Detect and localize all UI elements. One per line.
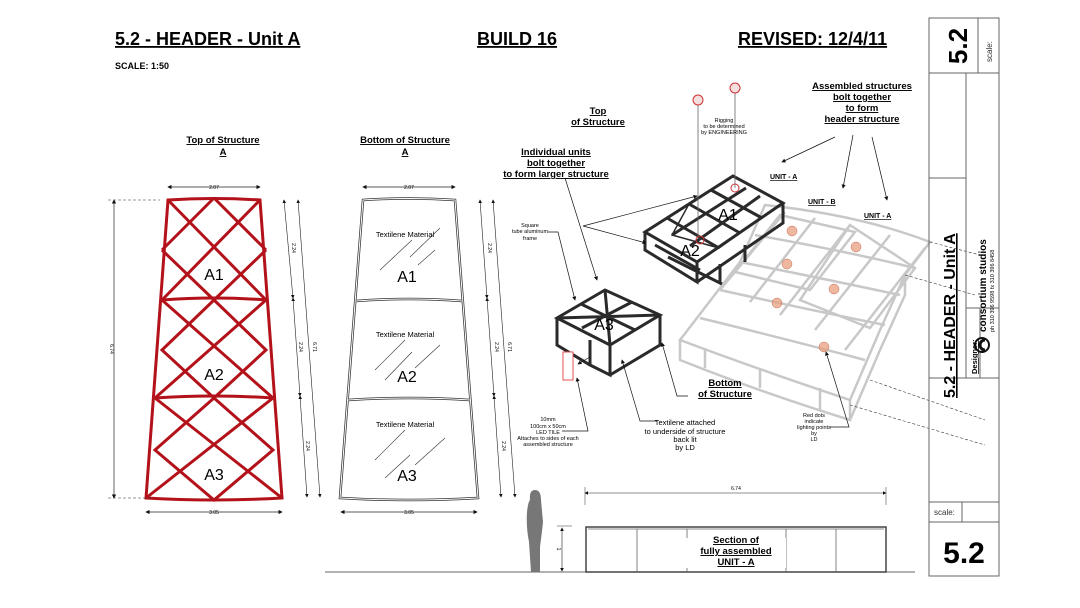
textilene-note-1: Textilene attached <box>655 418 715 427</box>
led-note-2: 100cm x 50cm <box>530 424 566 430</box>
section-label-1: Section of <box>713 535 760 546</box>
assembled-note-4: header structure <box>825 114 900 125</box>
title-block-title: 5.2 - HEADER - Unit A <box>942 233 959 398</box>
bottom-segment-dim-2: 2.24 <box>493 342 499 352</box>
section-width-dim: 6.74 <box>731 486 741 492</box>
textilene-note-2: to underside of structure <box>645 427 726 436</box>
bottom-bottom-width-dim: 3.05 <box>404 510 414 516</box>
led-note-1: 10mm <box>540 417 556 423</box>
segment-dim-1: 2.24 <box>290 243 296 253</box>
section-view: 1 6.74 Section of fully assembled UNIT -… <box>325 486 915 573</box>
bottom-slant-length-dim: 6.71 <box>506 342 512 352</box>
individual-units-1: Individual units <box>521 147 591 158</box>
unit-b-label: UNIT - B <box>808 199 836 206</box>
sheet-number-bottom: 5.2 <box>943 537 985 570</box>
led-note-4: Attaches to sides of each <box>517 436 578 442</box>
led-note-5: assembled structure <box>523 442 573 448</box>
assembled-note-3: to form <box>846 103 879 114</box>
assembled-note-1: Assembled structures <box>812 81 912 92</box>
sheet-title: 5.2 - HEADER - Unit A <box>115 29 300 49</box>
red-dots-note-3: lighting points <box>797 425 831 431</box>
unit-a-label-2: UNIT - A <box>864 213 891 220</box>
title-block: 5.2 scale: 5.2 - HEADER - Unit A consort… <box>928 17 1000 577</box>
textilene-note-4: by LD <box>675 443 695 452</box>
rigging-icon <box>729 82 741 94</box>
textilene-label-1: Textilene Material <box>376 230 435 239</box>
red-dots-note-5: LD <box>810 437 817 443</box>
assembled-note-2: bolt together <box>833 92 891 103</box>
rigging-note-2: to be determined <box>703 124 744 130</box>
company-name: consortium studios <box>978 239 989 332</box>
human-silhouette <box>526 490 543 572</box>
isometric-view: Top of Structure Individual units bolt t… <box>503 81 986 452</box>
sheet-number-top: 5.2 <box>943 28 973 64</box>
bottom-of-structure-view: Bottom of Structure A Textilene Material… <box>338 135 517 516</box>
iso-unit-a1: A1 <box>718 207 738 224</box>
top-of-structure-view: Top of Structure A A1 A2 A3 2.07 3.05 6.… <box>108 135 322 516</box>
scale-label-bottom: scale: <box>934 508 955 517</box>
rigging-note-1: Rigging <box>715 118 734 124</box>
top-width-dim: 2.07 <box>209 185 219 191</box>
revised-date: REVISED: 12/4/11 <box>738 29 887 49</box>
rigging-points <box>692 82 741 245</box>
textilene-note-3: back lit <box>673 435 697 444</box>
unit-a-label-1: UNIT - A <box>770 174 797 181</box>
iso-bottom-label-2: of Structure <box>698 389 752 400</box>
iso-unit-a3: A3 <box>594 317 614 334</box>
segment-dim-2: 2.24 <box>297 342 303 352</box>
grey-assembled-structure <box>677 203 986 446</box>
red-dots-note-4: by <box>811 431 817 437</box>
scale-label: SCALE: 1:50 <box>115 61 169 71</box>
frame-note-3: frame <box>523 236 537 242</box>
section-label-2: fully assembled <box>700 546 771 557</box>
bottom-segment-dim-3: 2.24 <box>500 441 506 451</box>
scale-label-top: scale: <box>985 41 994 62</box>
top-unit-a3: A3 <box>204 467 224 484</box>
bottom-view-title: Bottom of Structure <box>360 135 450 146</box>
bottom-unit-a3: A3 <box>397 468 417 485</box>
section-label-3: UNIT - A <box>717 557 754 568</box>
bottom-top-width-dim: 2.07 <box>404 185 414 191</box>
height-dim: 6.74 <box>108 344 114 354</box>
bottom-unit-a2: A2 <box>397 369 417 386</box>
slant-length-dim: 6.71 <box>311 342 317 352</box>
red-dots-note-2: indicate <box>805 419 824 425</box>
textilene-label-2: Textilene Material <box>376 330 435 339</box>
dark-unit-a3 <box>553 288 664 378</box>
textilene-label-3: Textilene Material <box>376 420 435 429</box>
build-label: BUILD 16 <box>477 29 557 49</box>
iso-bottom-label-1: Bottom <box>708 378 741 389</box>
red-dots-note-1: Red dots <box>803 413 825 419</box>
led-note-3: LED TILE <box>536 430 560 436</box>
section-height-dim: 1 <box>555 548 561 551</box>
rigging-icon <box>692 94 704 106</box>
top-unit-a2: A2 <box>204 367 224 384</box>
individual-units-2: bolt together <box>527 158 585 169</box>
iso-top-label-2: of Structure <box>571 117 625 128</box>
designer-label: Designer: <box>970 339 979 374</box>
bottom-segment-dim-1: 2.24 <box>486 243 492 253</box>
bottom-view-subtitle: A <box>402 147 409 158</box>
bottom-width-dim: 3.05 <box>209 510 219 516</box>
led-tile <box>562 351 574 381</box>
segment-dim-3: 2.24 <box>304 441 310 451</box>
iso-unit-a2: A2 <box>680 243 700 260</box>
iso-top-label-1: Top <box>590 106 607 117</box>
frame-note-1: Square <box>521 223 539 229</box>
lighting-points <box>771 225 862 353</box>
top-view-subtitle: A <box>220 147 227 158</box>
dark-unit-a1-a2 <box>642 174 786 286</box>
top-unit-a1: A1 <box>204 267 224 284</box>
rigging-note-3: by ENGINEERING <box>701 130 747 136</box>
consortium-logo <box>974 337 990 353</box>
bottom-unit-a1: A1 <box>397 269 417 286</box>
frame-note-2: tube aluminum <box>512 229 548 235</box>
red-frame <box>144 196 284 502</box>
top-view-title: Top of Structure <box>186 135 259 146</box>
individual-units-3: to form larger structure <box>503 169 609 180</box>
company-contact: ph 310 396 9598 fx 310 396 8458 <box>990 250 996 332</box>
